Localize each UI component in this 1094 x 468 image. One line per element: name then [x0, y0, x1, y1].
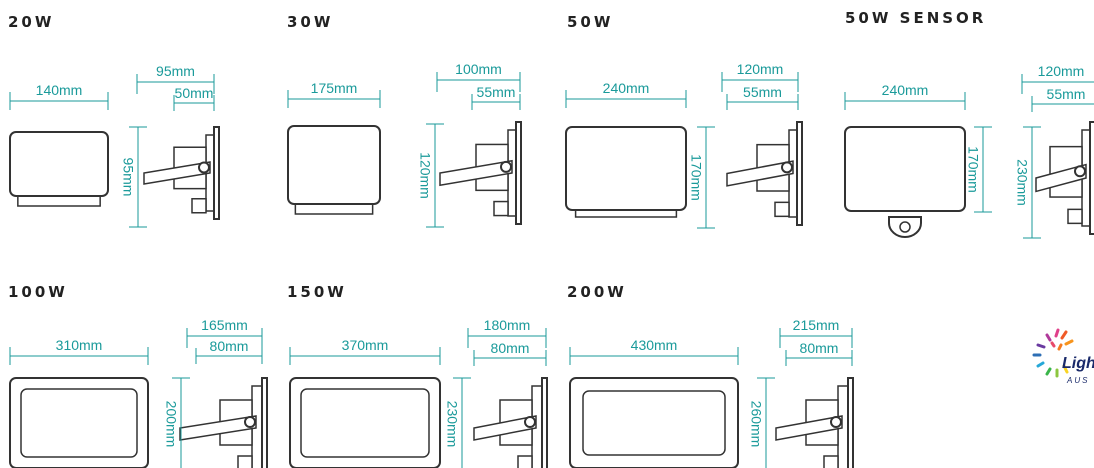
side-50w-arm	[726, 160, 794, 187]
side-50ws-frame	[1089, 121, 1094, 235]
dim-20w-height-label: 95mm	[120, 158, 136, 197]
dim-100w-depth-outer-label: 165mm	[201, 317, 248, 333]
dim-50ws-height-label: 170mm	[965, 146, 981, 193]
side-100w-clip	[237, 455, 253, 468]
side-150w-pivot	[524, 416, 536, 428]
dim-50ws-height-side-label: 230mm	[1014, 159, 1030, 206]
dim-150w-depth-outer-label: 180mm	[484, 317, 531, 333]
dim-100w-depth-inner-label: 80mm	[210, 338, 249, 354]
dim-30w-depth-outer-label: 100mm	[455, 61, 502, 77]
side-50w-frame	[796, 121, 803, 226]
dim-50w-depth-inner-label: 55mm	[743, 84, 782, 100]
dim-20w-depth-outer-label: 95mm	[156, 63, 195, 79]
light-200w-lens	[582, 390, 726, 456]
side-100w-pivot	[244, 416, 256, 428]
title-50w-sensor: 50W SENSOR	[845, 9, 987, 27]
title-30w: 30W	[287, 13, 334, 31]
side-30w-clip	[493, 200, 509, 217]
side-200w-clip	[823, 455, 839, 468]
side-100w-frame	[261, 377, 268, 468]
light-30w-stand	[294, 203, 374, 215]
brand-logo-sub: AUS	[1067, 376, 1090, 385]
side-20w-arm	[143, 161, 211, 185]
dim-50ws-width-label: 240mm	[882, 82, 929, 98]
light-30w-housing	[287, 125, 381, 205]
side-50w-pivot	[781, 161, 793, 174]
dim-200w-height-label: 260mm	[748, 401, 764, 448]
dim-50w-width-label: 240mm	[603, 80, 650, 96]
dim-200w-width-label: 430mm	[631, 337, 678, 353]
dim-30w-depth-inner-label: 55mm	[477, 84, 516, 100]
side-50ws-arm	[1035, 163, 1087, 193]
dim-20w-width-label: 140mm	[36, 82, 83, 98]
dim-50ws-depth-inner-label: 55mm	[1047, 86, 1086, 102]
dim-50ws-depth-outer-label: 120mm	[1038, 63, 1085, 79]
side-20w-clip	[191, 198, 207, 214]
brand-logo-word: Ligh	[1062, 355, 1094, 372]
dim-150w-depth-inner-label: 80mm	[491, 340, 530, 356]
title-50w: 50W	[567, 13, 614, 31]
side-100w-arm	[179, 415, 257, 441]
side-50ws-clip	[1067, 208, 1083, 225]
dim-50w-depth-outer-label: 120mm	[737, 61, 784, 77]
light-20w-stand	[17, 195, 101, 207]
side-30w-pivot	[500, 160, 512, 173]
side-20w-pivot	[198, 161, 210, 174]
brand-logo	[1032, 328, 1074, 378]
light-50ws-housing	[844, 126, 966, 212]
side-50ws-pivot	[1074, 165, 1086, 178]
light-100w-lens	[20, 388, 138, 458]
title-200w: 200W	[567, 283, 627, 301]
side-30w-frame	[515, 121, 522, 225]
light-50ws-sensor-lens	[899, 221, 911, 233]
dim-200w-depth-outer-label: 215mm	[793, 317, 840, 333]
side-20w-frame	[213, 126, 220, 220]
dim-30w-width-label: 175mm	[311, 80, 358, 96]
side-200w-frame	[847, 377, 854, 468]
side-30w-arm	[439, 159, 513, 187]
dim-150w-width-label: 370mm	[342, 337, 389, 353]
light-50w-housing	[565, 126, 687, 211]
side-50w-clip	[774, 201, 790, 218]
side-200w-arm	[775, 415, 843, 441]
dim-50w-height-label: 170mm	[688, 154, 704, 201]
title-100w: 100W	[8, 283, 68, 301]
side-150w-clip	[517, 455, 533, 468]
dim-150w-height-label: 230mm	[444, 401, 460, 448]
side-150w-arm	[473, 415, 537, 441]
dim-30w-height-label: 120mm	[417, 152, 433, 199]
dim-100w-width-label: 310mm	[56, 337, 103, 353]
light-20w-housing	[9, 131, 109, 197]
side-200w-pivot	[830, 416, 842, 428]
light-150w-lens	[300, 388, 430, 458]
side-150w-frame	[541, 377, 548, 468]
light-50w-stand	[574, 209, 678, 218]
dim-100w-height-label: 200mm	[163, 401, 179, 448]
dim-200w-depth-inner-label: 80mm	[800, 340, 839, 356]
title-20w: 20W	[8, 13, 55, 31]
title-150w: 150W	[287, 283, 347, 301]
dim-20w-depth-inner-label: 50mm	[175, 85, 214, 101]
